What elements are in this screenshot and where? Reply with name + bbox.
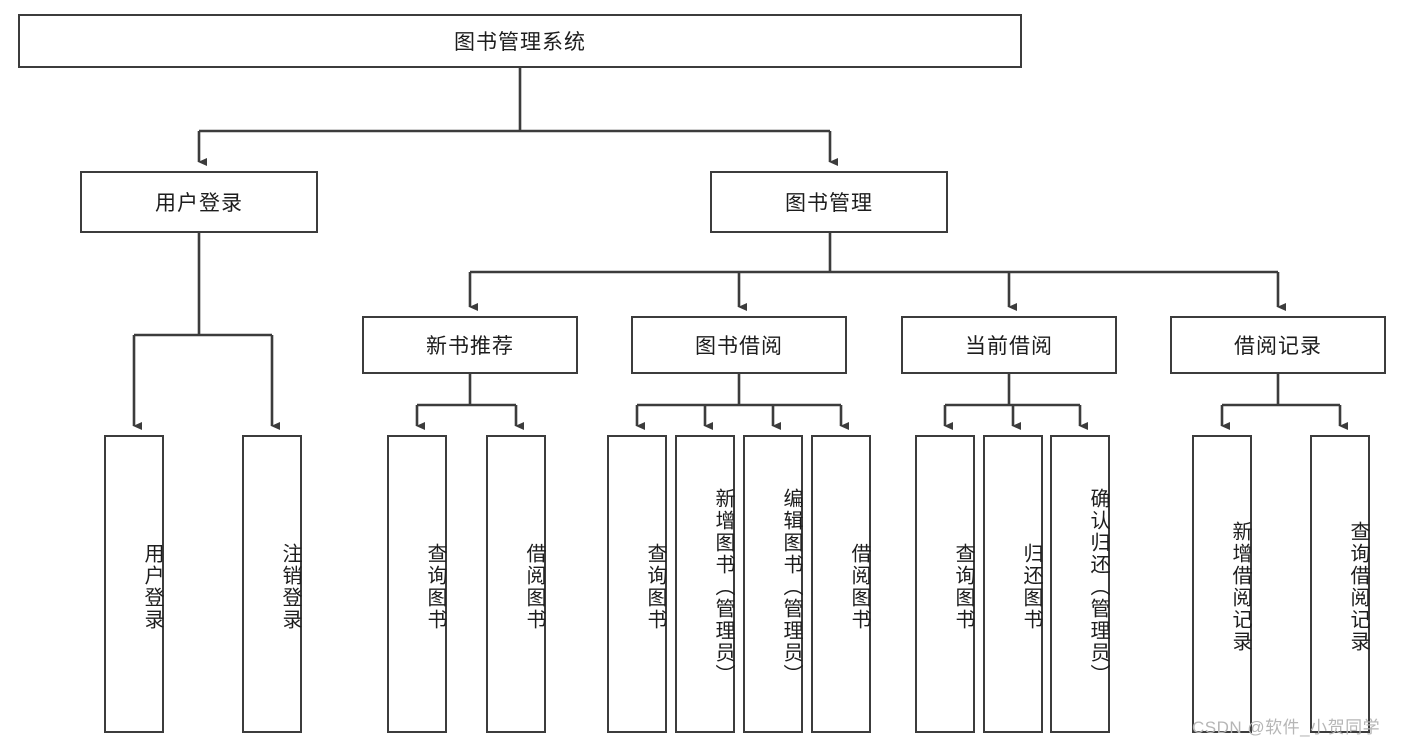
node-leaf-query-book-recommend[interactable]: 查询图书	[387, 435, 447, 733]
node-label: 注销登录	[279, 543, 301, 631]
node-label: 借阅图书	[523, 543, 545, 631]
node-label: 用户登录	[155, 192, 243, 215]
node-leaf-query-book-current[interactable]: 查询图书	[915, 435, 975, 733]
node-leaf-logout-login[interactable]: 注销登录	[242, 435, 302, 733]
node-book-management[interactable]: 图书管理	[710, 171, 948, 233]
node-label: 查询图书	[952, 543, 974, 631]
node-leaf-add-book-admin[interactable]: 新增图书（管理员）	[675, 435, 735, 733]
node-label: 查询图书	[644, 543, 666, 631]
node-label: 编辑图书（管理员）	[780, 488, 802, 686]
node-label: 新增借阅记录	[1229, 521, 1251, 653]
node-borrow-record[interactable]: 借阅记录	[1170, 316, 1386, 374]
node-label: 查询借阅记录	[1347, 521, 1369, 653]
node-leaf-return-book[interactable]: 归还图书	[983, 435, 1043, 733]
node-label: 查询图书	[424, 543, 446, 631]
node-label: 新增图书（管理员）	[712, 488, 734, 686]
node-label: 用户登录	[141, 543, 163, 631]
node-book-management-system[interactable]: 图书管理系统	[18, 14, 1022, 68]
node-label: 图书借阅	[695, 335, 783, 358]
node-label: 归还图书	[1020, 543, 1042, 631]
node-label: 借阅图书	[848, 543, 870, 631]
node-book-borrow[interactable]: 图书借阅	[631, 316, 847, 374]
node-current-borrow[interactable]: 当前借阅	[901, 316, 1117, 374]
node-label: 当前借阅	[965, 335, 1053, 358]
node-label: 新书推荐	[426, 335, 514, 358]
node-leaf-user-login[interactable]: 用户登录	[104, 435, 164, 733]
node-label: 确认归还（管理员）	[1087, 488, 1109, 686]
node-leaf-add-borrow-record[interactable]: 新增借阅记录	[1192, 435, 1252, 733]
node-leaf-borrow-book[interactable]: 借阅图书	[811, 435, 871, 733]
node-leaf-query-borrow-record[interactable]: 查询借阅记录	[1310, 435, 1370, 733]
node-leaf-confirm-return-admin[interactable]: 确认归还（管理员）	[1050, 435, 1110, 733]
node-new-book-recommend[interactable]: 新书推荐	[362, 316, 578, 374]
node-leaf-borrow-book-recommend[interactable]: 借阅图书	[486, 435, 546, 733]
node-user-login[interactable]: 用户登录	[80, 171, 318, 233]
csdn-watermark: CSDN @软件_小贺同学	[1192, 718, 1381, 737]
node-leaf-edit-book-admin[interactable]: 编辑图书（管理员）	[743, 435, 803, 733]
node-label: 图书管理	[785, 192, 873, 215]
node-label: 借阅记录	[1234, 335, 1322, 358]
node-leaf-query-book-borrow[interactable]: 查询图书	[607, 435, 667, 733]
node-label: 图书管理系统	[454, 31, 586, 54]
